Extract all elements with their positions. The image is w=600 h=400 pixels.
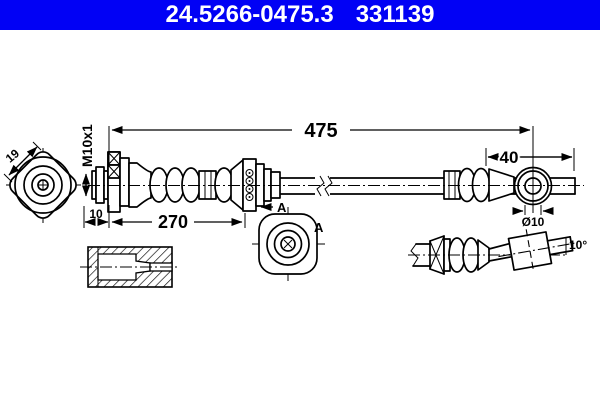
- bore-diameter-label: Ø10: [522, 215, 545, 229]
- part-number: 24.5266-0475.3: [165, 1, 334, 28]
- catalog-number: 331139: [355, 1, 435, 28]
- dim-crimp-width: 10: [83, 206, 109, 228]
- crimp-width-label: 10: [89, 207, 103, 221]
- left-fitting: [91, 151, 152, 213]
- dim-hex-width: 19: [3, 141, 42, 183]
- bend-detail-view: 10°: [408, 229, 587, 275]
- bend-angle-label: 10°: [569, 238, 587, 252]
- detail-marker-label: A: [277, 200, 287, 215]
- drawing-area: 19: [0, 30, 600, 400]
- title-bar: 24.5266-0475.3 331139: [0, 0, 600, 30]
- dim-overall-length: 475: [108, 120, 534, 228]
- end-view-a: A: [252, 207, 325, 281]
- overall-length-label: 475: [304, 120, 337, 142]
- technical-drawing: 19: [3, 120, 587, 288]
- section-view: [80, 246, 180, 288]
- hose-length-label: 270: [158, 212, 188, 232]
- detail-marker-a: A: [260, 200, 287, 215]
- hex-width-label: 19: [3, 146, 22, 166]
- dim-bore: Ø10: [512, 205, 554, 229]
- dim-end-fitting: 40: [485, 146, 575, 171]
- front-end-view: 19: [3, 141, 81, 223]
- dim-hose-length: 270: [111, 212, 246, 232]
- hose-bellows-right: [443, 167, 515, 203]
- view-marker-label: A: [314, 220, 324, 235]
- end-fitting-label: 40: [500, 148, 519, 167]
- thread-spec-label: M10x1: [79, 124, 95, 167]
- dim-thread: M10x1: [79, 124, 95, 197]
